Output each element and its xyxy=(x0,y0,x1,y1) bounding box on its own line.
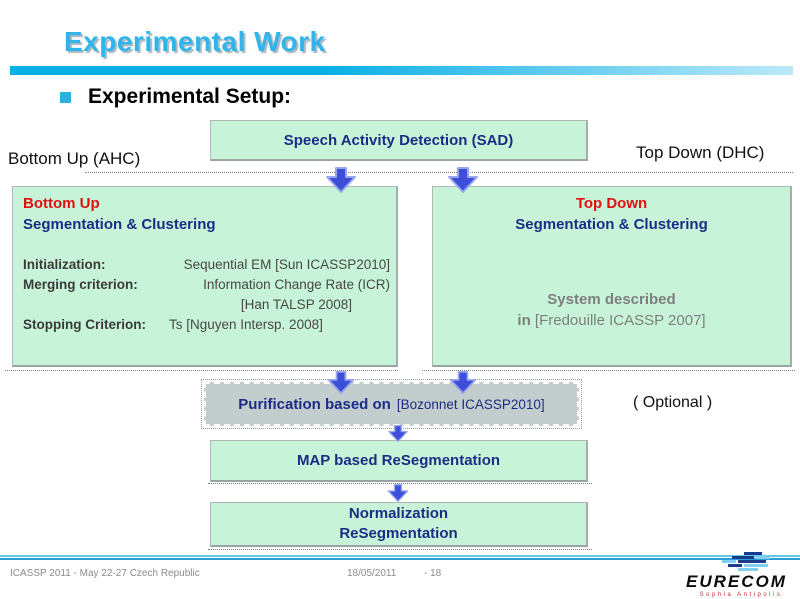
map-resegmentation-box: MAP based ReSegmentation xyxy=(210,440,588,482)
bottom-up-heading: Bottom Up Segmentation & Clustering xyxy=(13,187,396,235)
detail-row: Stopping Criterion: Ts [Nguyen Intersp. … xyxy=(23,315,390,335)
purification-label: Purification based on xyxy=(238,395,391,413)
detail-label xyxy=(23,295,169,315)
bullet-square-icon xyxy=(60,91,71,103)
detail-row: Initialization: Sequential EM [Sun ICASS… xyxy=(23,255,390,275)
detail-label: Merging criterion: xyxy=(23,277,138,292)
detail-label: Stopping Criterion: xyxy=(23,317,146,332)
optional-label: ( Optional ) xyxy=(633,394,713,411)
detail-value: Information Change Rate (ICR) xyxy=(203,277,390,292)
sad-box-label: Speech Activity Detection (SAD) xyxy=(283,131,514,149)
down-arrow-icon xyxy=(327,371,355,394)
purification-box: Purification based on [Bozonnet ICASSP20… xyxy=(204,382,579,426)
top-down-desc-line2: in [Fredouille ICASSP 2007] xyxy=(433,310,790,331)
section-heading: Experimental Setup: xyxy=(60,85,291,109)
bottom-up-heading-red: Bottom Up xyxy=(23,195,100,212)
normalization-line2: ReSegmentation xyxy=(339,525,458,542)
map-box-label: MAP based ReSegmentation xyxy=(296,452,501,469)
bottom-up-box: Bottom Up Segmentation & Clustering Init… xyxy=(12,186,398,367)
footer-rule-light xyxy=(0,555,800,557)
footer-rule-dark xyxy=(0,558,800,560)
dotted-divider-top xyxy=(85,172,793,173)
detail-row: [Han TALSP 2008] xyxy=(23,295,390,315)
top-down-description: System described in [Fredouille ICASSP 2… xyxy=(433,289,790,331)
eurecom-logo-bars-icon xyxy=(720,552,780,571)
eurecom-logo-subtitle: Sophia Antipolis xyxy=(699,592,783,598)
dotted-divider-left xyxy=(5,370,398,371)
normalization-line1: Normalization xyxy=(348,505,449,522)
slide-title: Experimental Work xyxy=(64,26,326,57)
top-down-desc-in: in xyxy=(517,312,531,329)
eurecom-logo-text: EURECOM xyxy=(686,572,787,591)
dotted-divider-right xyxy=(422,370,795,371)
detail-value: [Han TALSP 2008] xyxy=(240,297,352,312)
footer-conference: ICASSP 2011 - May 22-27 Czech Republic xyxy=(10,568,200,579)
purification-reference: [Bozonnet ICASSP2010] xyxy=(396,396,545,412)
normalization-box: Normalization ReSegmentation xyxy=(210,502,588,547)
sad-box: Speech Activity Detection (SAD) xyxy=(210,120,588,161)
label-top-down-dhc: Top Down (DHC) xyxy=(636,143,765,162)
top-down-desc-reference: [Fredouille ICASSP 2007] xyxy=(534,312,706,329)
top-down-heading: Top Down Segmentation & Clustering xyxy=(433,187,790,235)
eurecom-logo: EURECOM Sophia Antipolis xyxy=(686,552,796,598)
top-down-desc-line1: System described xyxy=(547,291,676,308)
footer-page-number: - 18 xyxy=(424,568,442,579)
purification-box-outline: Purification based on [Bozonnet ICASSP20… xyxy=(201,379,582,429)
down-arrow-icon xyxy=(449,371,477,394)
top-down-box: Top Down Segmentation & Clustering Syste… xyxy=(432,186,792,367)
dotted-divider-map xyxy=(208,483,592,484)
label-bottom-up-ahc: Bottom Up (AHC) xyxy=(8,149,141,168)
down-arrow-icon xyxy=(448,167,478,193)
detail-value: Sequential EM [Sun ICASSP2010] xyxy=(183,257,390,272)
bottom-up-heading-navy: Segmentation & Clustering xyxy=(23,216,216,233)
title-underline-bar xyxy=(10,66,793,75)
section-heading-text: Experimental Setup: xyxy=(88,85,292,108)
detail-label: Initialization: xyxy=(23,257,106,272)
top-down-heading-red: Top Down xyxy=(575,195,648,212)
bottom-up-details: Initialization: Sequential EM [Sun ICASS… xyxy=(13,255,396,335)
detail-row: Merging criterion: Information Change Ra… xyxy=(23,275,390,295)
detail-value: Ts [Nguyen Intersp. 2008] xyxy=(169,317,323,332)
down-arrow-icon xyxy=(388,425,408,442)
top-down-heading-navy: Segmentation & Clustering xyxy=(515,216,708,233)
dotted-divider-bottom xyxy=(208,549,592,550)
footer-date: 18/05/2011 xyxy=(347,568,397,579)
down-arrow-icon xyxy=(387,484,409,502)
down-arrow-icon xyxy=(326,167,356,193)
